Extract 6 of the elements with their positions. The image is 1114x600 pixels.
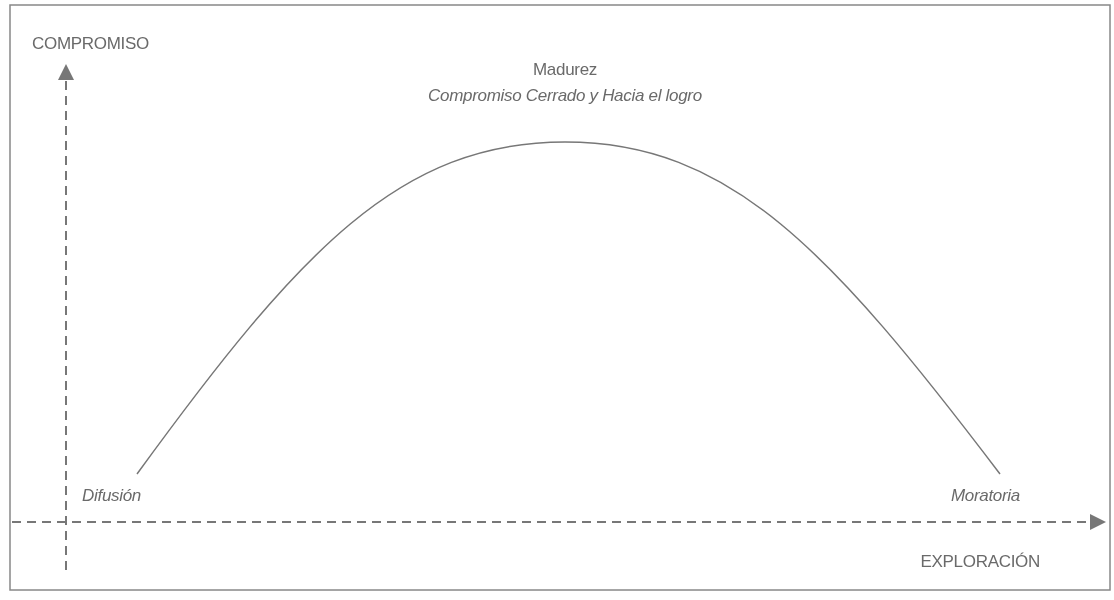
curve-caption: Compromiso Cerrado y Hacia el logro	[428, 86, 702, 106]
point-label: Difusión	[82, 486, 142, 506]
axis-label: EXPLORACIÓN	[920, 552, 1040, 572]
curve-label: Madurez	[533, 60, 598, 80]
axis-label: COMPROMISO	[32, 34, 149, 54]
point-label: Moratoria	[950, 486, 1020, 506]
